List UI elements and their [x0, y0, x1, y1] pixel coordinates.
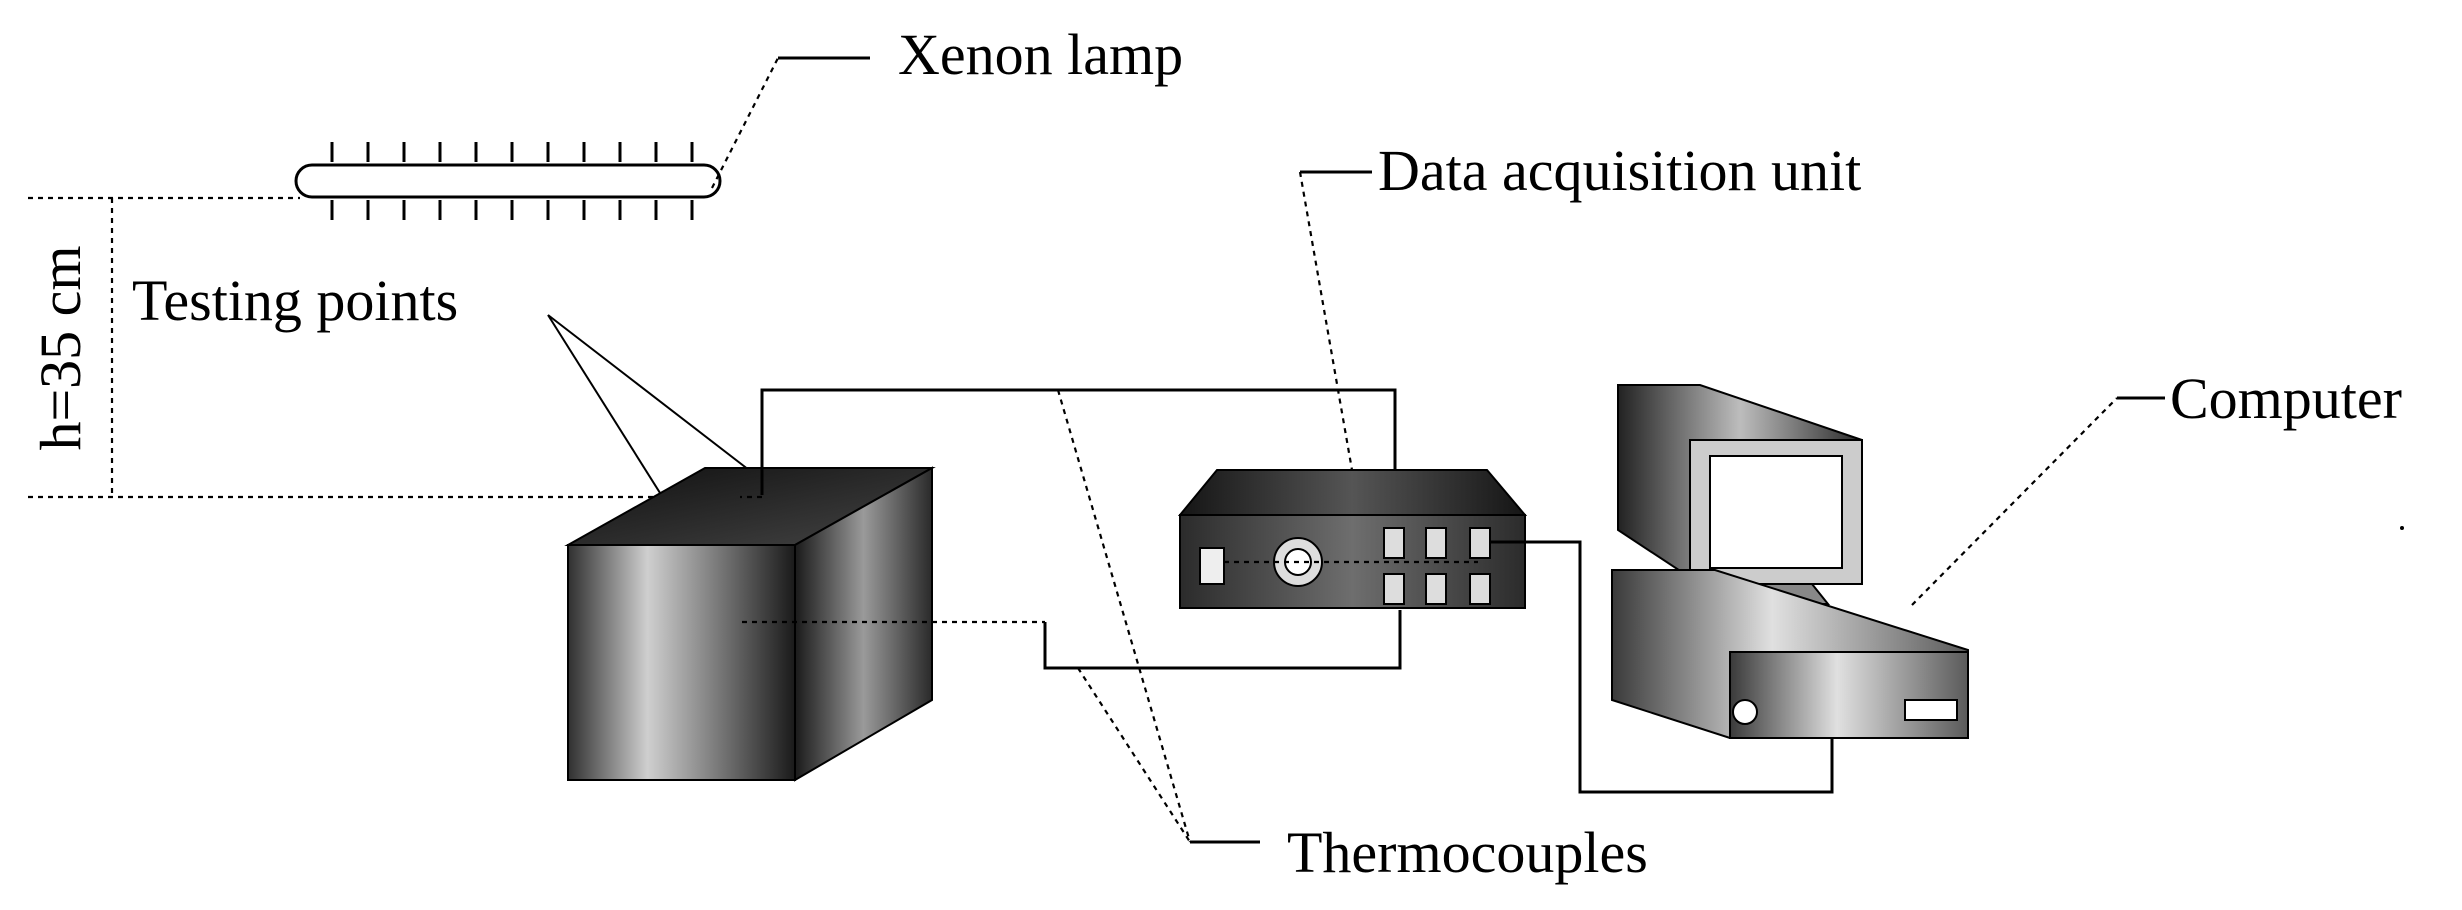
daq-connector [1383, 527, 1405, 559]
testing-points-label: Testing points [132, 268, 458, 333]
test-specimen-cube [564, 466, 936, 782]
lamp-ticks [330, 142, 694, 220]
computer-drive-slot [1904, 699, 1958, 721]
xenon-lamp-leader [711, 57, 779, 189]
computer-power-button [1732, 699, 1758, 725]
thermocouples-label: Thermocouples [1287, 820, 1648, 885]
thermocouples-leader-top [1056, 389, 1192, 843]
thermocouple-wires [740, 388, 1402, 844]
height-dimension [28, 196, 760, 499]
monitor-screen [1709, 455, 1843, 569]
daq-connectors [1383, 527, 1491, 605]
computer-base-front [1729, 651, 1969, 739]
thermocouple-wire-bottom [1043, 610, 1402, 670]
computer-label: Computer [2170, 366, 2402, 431]
thermocouple-wire-top [760, 388, 1397, 495]
computer-leader [1911, 397, 2118, 606]
data-acquisition-unit [1177, 170, 1528, 609]
daq-leader [1298, 171, 1354, 471]
daq-connector [1425, 573, 1447, 605]
lamp-tube [294, 163, 722, 199]
daq-connector [1383, 573, 1405, 605]
xenon-lamp-label: Xenon lamp [898, 22, 1183, 87]
daq-switch [1199, 547, 1225, 585]
stray-dot [2400, 526, 2404, 530]
thermocouples-leader-bottom [1077, 667, 1191, 843]
daq-connector [1469, 573, 1491, 605]
height-label: h=35 cm [28, 245, 93, 450]
daq-top-face [1177, 469, 1528, 516]
daq-connector [1425, 527, 1447, 559]
cube-side-face [794, 466, 933, 782]
daq-connector [1469, 527, 1491, 559]
xenon-lamp [294, 56, 870, 220]
data-acquisition-unit-label: Data acquisition unit [1378, 138, 1861, 203]
cube-front-face [567, 544, 796, 781]
testing-point-leader-top [547, 314, 763, 481]
computer [1611, 384, 2165, 739]
